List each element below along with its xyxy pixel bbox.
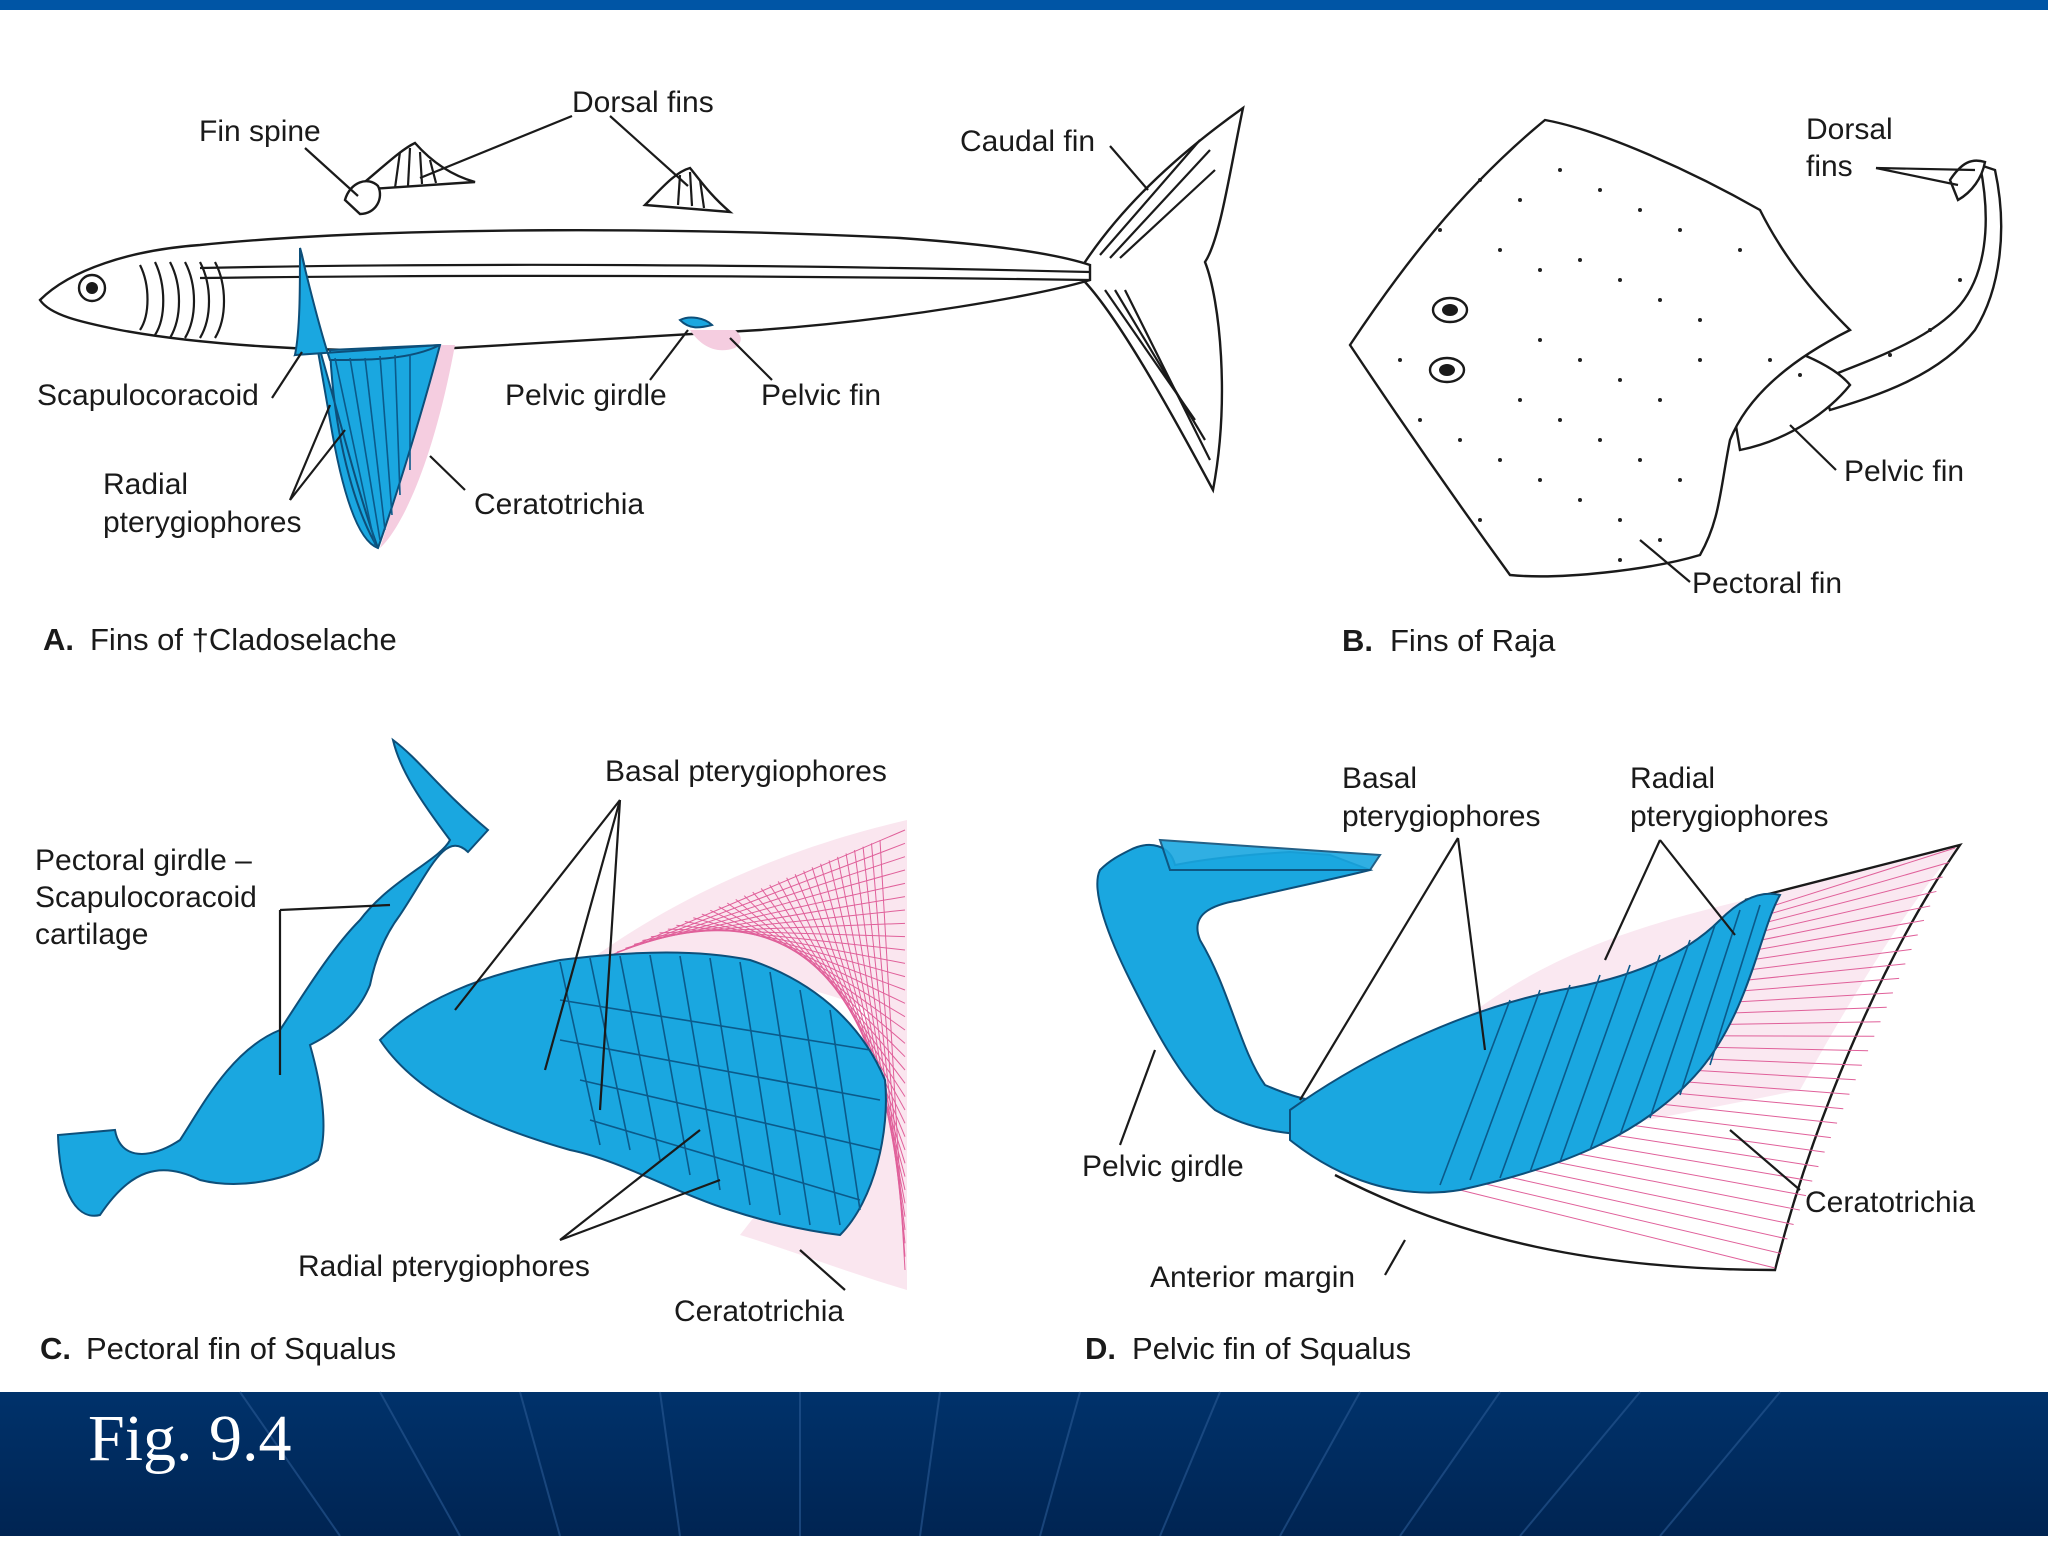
label-radial-c: Radial pterygiophores [298,1250,590,1283]
label-caudal-fin: Caudal fin [960,125,1095,158]
label-pelvic-girdle-d: Pelvic girdle [1082,1150,1244,1183]
label-radial-d-line2: pterygiophores [1630,800,1828,833]
panel-b-caption: Fins of Raja [1390,623,1556,658]
label-basal-d-line1: Basal [1342,762,1417,795]
panel-a-letter: A. [43,622,74,657]
label-dorsal-b-line2: fins [1806,150,1853,183]
label-ceratotrichia-a: Ceratotrichia [474,488,644,521]
label-fin-spine: Fin spine [199,115,321,148]
label-radial-line1: Radial [103,468,188,501]
label-dorsal-b-line1: Dorsal [1806,113,1893,146]
label-dorsal-fins: Dorsal fins [572,86,714,119]
bottom-band: Fig. 9.4 [0,1391,2048,1537]
label-ceratotrichia-d: Ceratotrichia [1805,1186,1975,1219]
panel-a-caption: Fins of †Cladoselache [90,622,397,657]
panel-d-labels: Basal pterygiophores Radial pterygiophor… [1082,762,1975,1366]
panel-a-shark [38,105,1245,550]
label-scapulocoracoid: Scapulocoracoid [37,379,259,412]
top-bar [0,0,2048,10]
label-pelvic-fin-a: Pelvic fin [761,379,881,412]
panel-c-labels: Pectoral girdle – Scapulocoracoid cartil… [35,755,887,1366]
panel-d-pelvic [1096,838,1963,1272]
panel-a-labels: Fin spine Dorsal fins Caudal fin Scapulo… [37,86,1149,657]
panel-b-letter: B. [1342,623,1373,658]
label-girdle-c-line2: Scapulocoracoid [35,881,257,914]
panel-b-labels: Dorsal fins Pelvic fin Pectoral fin B. F… [1342,113,1976,658]
label-basal-c: Basal pterygiophores [605,755,887,788]
panel-c-letter: C. [40,1331,71,1366]
figure-number: Fig. 9.4 [88,1402,292,1475]
label-pectoral-fin-b: Pectoral fin [1692,567,1842,600]
panel-d-letter: D. [1085,1331,1116,1366]
label-pelvic-girdle-a: Pelvic girdle [505,379,667,412]
label-radial-d-line1: Radial [1630,762,1715,795]
label-anterior-margin: Anterior margin [1150,1261,1355,1294]
panel-d-caption: Pelvic fin of Squalus [1132,1331,1411,1366]
panel-c-pectoral [56,737,907,1290]
panel-c-caption: Pectoral fin of Squalus [86,1331,396,1366]
label-basal-d-line2: pterygiophores [1342,800,1540,833]
label-pelvic-fin-b: Pelvic fin [1844,455,1964,488]
label-ceratotrichia-c: Ceratotrichia [674,1295,844,1328]
label-girdle-c-line1: Pectoral girdle – [35,844,252,877]
label-radial-line2: pterygiophores [103,506,301,539]
label-girdle-c-line3: cartilage [35,918,148,951]
panel-b-raja [1348,118,2003,578]
